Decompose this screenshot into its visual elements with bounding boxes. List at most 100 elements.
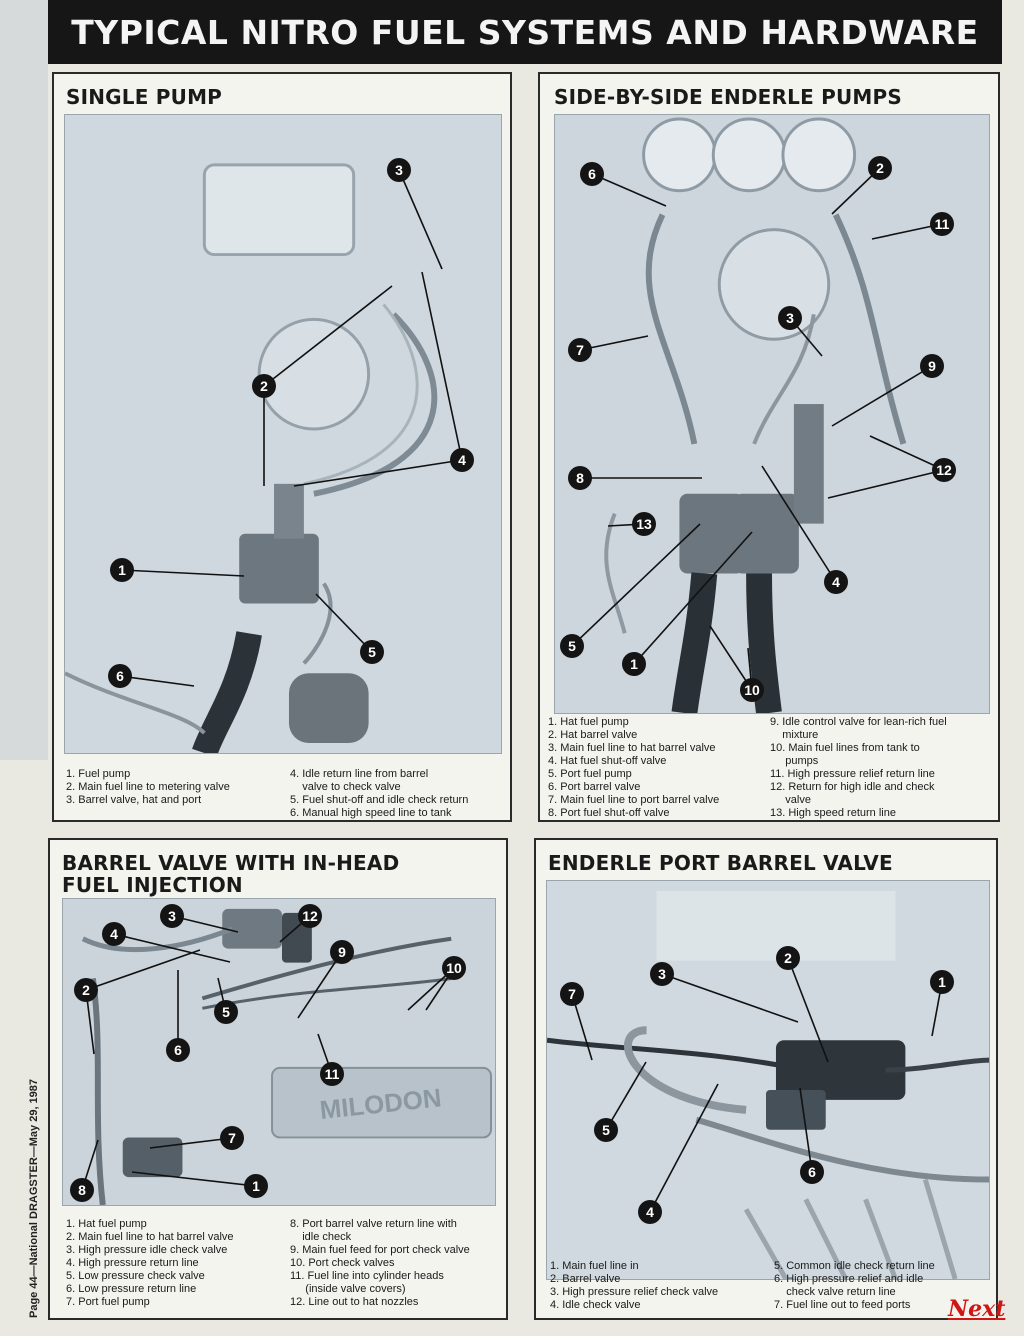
- callout-8: 8: [568, 466, 592, 490]
- svg-text:13: 13: [636, 516, 652, 532]
- legend-item: 11. Fuel line into cylinder heads (insid…: [290, 1270, 444, 1295]
- panel-title-enderle-port: ENDERLE PORT BARREL VALVE: [548, 851, 893, 875]
- callout-7: 7: [560, 982, 584, 1006]
- svg-text:3: 3: [786, 310, 794, 326]
- svg-text:5: 5: [568, 638, 576, 654]
- legend-item: 4. Idle check valve: [550, 1299, 641, 1311]
- callout-2: 2: [868, 156, 892, 180]
- svg-text:1: 1: [252, 1178, 260, 1194]
- svg-text:4: 4: [110, 926, 118, 942]
- legend-item: 2. Main fuel line to hat barrel valve: [66, 1231, 234, 1243]
- callouts-in-head: 4 3 12 2 5 9 10 6 11 7 1 8: [70, 904, 466, 1202]
- svg-text:7: 7: [228, 1130, 236, 1146]
- callout-2: 2: [74, 978, 98, 1002]
- callout-4: 4: [824, 570, 848, 594]
- svg-text:2: 2: [784, 950, 792, 966]
- svg-text:5: 5: [222, 1004, 230, 1020]
- svg-text:12: 12: [936, 462, 952, 478]
- callout-1: 1: [110, 558, 134, 582]
- legend-item: 2. Hat barrel valve: [548, 729, 638, 741]
- callout-1: 1: [930, 970, 954, 994]
- legend-side-by-side-left: 1. Hat fuel pump 2. Hat barrel valve 3. …: [548, 716, 768, 820]
- legend-item: 7. Port fuel pump: [66, 1296, 150, 1308]
- callout-5: 5: [360, 640, 384, 664]
- legend-item: 3. High pressure relief check valve: [550, 1286, 719, 1298]
- callout-11: 11: [930, 212, 954, 236]
- callout-7: 7: [220, 1126, 244, 1150]
- legend-item: 6. Port barrel valve: [548, 781, 641, 793]
- legend-item: 1. Hat fuel pump: [548, 716, 629, 728]
- svg-text:3: 3: [658, 966, 666, 982]
- svg-text:8: 8: [78, 1182, 86, 1198]
- legend-item: 6. Low pressure return line: [66, 1283, 197, 1295]
- legend-item: 1. Hat fuel pump: [66, 1218, 147, 1230]
- callout-12: 12: [932, 458, 956, 482]
- callout-5: 5: [594, 1118, 618, 1142]
- svg-text:11: 11: [935, 216, 950, 232]
- callouts-single-pump: 1 2 3 4 5 6: [108, 158, 474, 688]
- svg-text:8: 8: [576, 470, 584, 486]
- legend-item: 8. Port fuel shut-off valve: [548, 807, 670, 819]
- svg-text:1: 1: [630, 656, 638, 672]
- legend-item: 5. Common idle check return line: [774, 1260, 935, 1272]
- legend-in-head-left: 1. Hat fuel pump 2. Main fuel line to ha…: [66, 1218, 286, 1309]
- callout-4: 4: [450, 448, 474, 472]
- photo-enderle-port: [546, 880, 990, 1280]
- photo-in-head-injection: MILODON: [62, 898, 496, 1206]
- page-banner-title: TYPICAL NITRO FUEL SYSTEMS AND HARDWARE: [48, 0, 1002, 64]
- svg-text:11: 11: [325, 1066, 340, 1082]
- panel-title-single-pump: SINGLE PUMP: [66, 85, 223, 109]
- callout-5: 5: [214, 1000, 238, 1024]
- svg-text:4: 4: [832, 574, 840, 590]
- svg-text:7: 7: [576, 342, 584, 358]
- legend-item: 3. Main fuel line to hat barrel valve: [548, 742, 716, 754]
- next-page-link[interactable]: Next: [948, 1296, 1006, 1322]
- callout-1: 1: [622, 652, 646, 676]
- legend-item: 4. Hat fuel shut-off valve: [548, 755, 667, 767]
- legend-item: 4. High pressure return line: [66, 1257, 199, 1269]
- callout-3: 3: [778, 306, 802, 330]
- photo-side-by-side: [554, 114, 990, 714]
- legend-item: 5. Port fuel pump: [548, 768, 632, 780]
- legend-item: 10. Main fuel lines from tank to pumps: [770, 742, 920, 767]
- legend-item: 7. Main fuel line to port barrel valve: [548, 794, 720, 806]
- panel-enderle-port: ENDERLE PORT BARREL VALVE 7 3 2 1 5 6 4 …: [534, 838, 998, 1320]
- panel-side-by-side: SIDE-BY-SIDE ENDERLE PUMPS: [538, 72, 1000, 822]
- callout-9: 9: [920, 354, 944, 378]
- svg-text:12: 12: [302, 908, 318, 924]
- legend-item: 12. Return for high idle and check valve: [770, 781, 935, 806]
- svg-text:1: 1: [938, 974, 946, 990]
- callout-1: 1: [244, 1174, 268, 1198]
- legend-item: 10. Port check valves: [290, 1257, 395, 1269]
- panel-title-in-head-line1: BARREL VALVE WITH IN-HEAD: [62, 851, 400, 875]
- callout-13: 13: [632, 512, 656, 536]
- svg-text:2: 2: [876, 160, 884, 176]
- callout-6: 6: [800, 1160, 824, 1184]
- callout-2: 2: [252, 374, 276, 398]
- callout-9: 9: [330, 940, 354, 964]
- page-edge-strip: [0, 0, 48, 760]
- callout-3: 3: [387, 158, 411, 182]
- callout-4: 4: [638, 1200, 662, 1224]
- callout-10: 10: [740, 678, 764, 702]
- page-side-caption: Page 44—National DRAGSTER—May 29, 1987: [28, 1078, 40, 1318]
- legend-item: 1. Main fuel line in: [550, 1260, 639, 1272]
- svg-text:10: 10: [744, 682, 760, 698]
- panel-title-in-head-line2: FUEL INJECTION: [62, 873, 243, 897]
- legend-item: 3. High pressure idle check valve: [66, 1244, 228, 1256]
- legend-item: 8. Port barrel valve return line with id…: [290, 1218, 457, 1243]
- callout-7: 7: [568, 338, 592, 362]
- legend-in-head-right: 8. Port barrel valve return line with id…: [290, 1218, 506, 1309]
- legend-item: 7. Fuel line out to feed ports: [774, 1299, 911, 1311]
- legend-side-by-side-right: 9. Idle control valve for lean-rich fuel…: [770, 716, 998, 820]
- legend-item: 1. Fuel pump: [66, 768, 131, 780]
- svg-text:2: 2: [82, 982, 90, 998]
- legend-item: 13. High speed return line: [770, 807, 896, 819]
- legend-single-pump-right: 4. Idle return line from barrel valve to…: [290, 768, 508, 820]
- svg-text:5: 5: [602, 1122, 610, 1138]
- legend-item: 6. Manual high speed line to tank: [290, 807, 452, 819]
- photo-single-pump: [64, 114, 502, 754]
- svg-text:2: 2: [260, 378, 268, 394]
- svg-text:6: 6: [808, 1164, 816, 1180]
- legend-item: 9. Idle control valve for lean-rich fuel…: [770, 716, 947, 741]
